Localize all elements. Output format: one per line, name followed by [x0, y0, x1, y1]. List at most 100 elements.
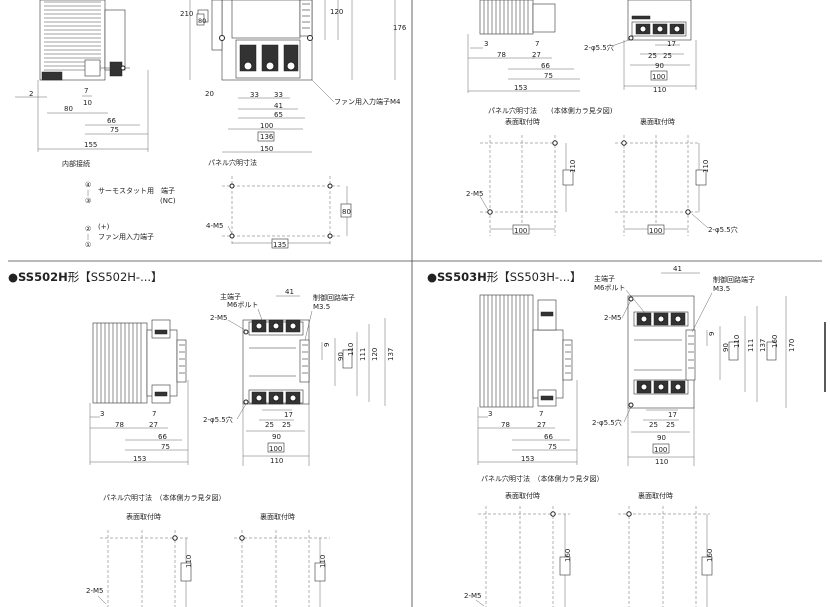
ss502-dim-100: 100 — [269, 445, 282, 453]
ss502-dim-66: 66 — [158, 433, 167, 441]
tr-cutout-110b: 110 — [702, 160, 710, 173]
ss503-dim-111: 111 — [747, 339, 755, 352]
ss503-title: ●SS503H形【SS503H-...】 — [427, 270, 582, 284]
ss502-dim-27: 27 — [149, 421, 158, 429]
dim-20: 20 — [205, 90, 214, 98]
ss503-cutout-160a: 160 — [564, 549, 572, 562]
top-right-side-view: 3 78 7 27 66 75 153 — [467, 0, 580, 93]
ss502-dim-9: 9 — [323, 343, 331, 347]
ss502-dim-25b: 25 — [282, 421, 291, 429]
internal-wiring-label: 内部接続 — [62, 159, 90, 168]
dim-176: 176 — [393, 24, 407, 32]
panel-cutout-label-tl: パネル穴明寸法 — [208, 158, 257, 167]
cutout-dim-135: 135 — [273, 241, 286, 249]
ss503-dim-25a: 25 — [649, 421, 658, 429]
ss502-dim-41: 41 — [285, 288, 294, 296]
dim-80: 80 — [64, 105, 73, 113]
terminal-2: ② — [85, 225, 91, 233]
tr-dim-100: 100 — [652, 73, 665, 81]
ss503-front-view — [627, 295, 696, 409]
svg-text:●SS502H形【SS502H-...】: ●SS502H形【SS502H-...】 — [8, 270, 163, 284]
ss502-m5-label: 2-M5 — [210, 314, 227, 322]
ss503-hole-label: 2-φ5.5穴 — [592, 418, 622, 427]
ss503-m6-bolt-label: M6ボルト — [594, 284, 626, 292]
terminal-3: ③ — [85, 197, 91, 205]
ss503-dim-27: 27 — [537, 421, 546, 429]
tr-dim-17: 17 — [667, 40, 676, 48]
tr-dim-7: 7 — [535, 40, 539, 48]
ss503-dim-78: 78 — [501, 421, 510, 429]
dim-33b: 33 — [274, 91, 283, 99]
ss503-m5-label: 2-M5 — [604, 314, 621, 322]
ss503-dim-110: 110 — [733, 335, 741, 348]
top-left-notes: 内部接続 パネル穴明寸法 ④ ③ サーモスタット用 端子 (NC) ② (+) … — [62, 158, 257, 249]
dim-75: 75 — [110, 126, 119, 134]
ss503-dim-160: 160 — [771, 335, 779, 348]
dim-155: 155 — [84, 141, 97, 149]
ss503-dim-7: 7 — [539, 410, 543, 418]
ss502-m5b-label: 2-M5 — [86, 587, 103, 595]
ss502-front-view — [242, 319, 310, 405]
dim-150: 150 — [260, 145, 273, 153]
cutout-dim-80: 80 — [342, 208, 351, 216]
terminal-1: ① — [85, 241, 91, 249]
tr-back-mount-label: 裏面取付時 — [640, 117, 675, 126]
tr-dim-25b: 25 — [663, 52, 672, 60]
ss502-dim-3: 3 — [100, 410, 104, 418]
tr-front-mount-label: 表面取付時 — [505, 117, 540, 126]
ss503-dim-90b: 90 — [657, 434, 666, 442]
tr-hole-label: 2-φ5.5穴 — [584, 43, 614, 52]
ss503-cutout: パネル穴明寸法 （本体側カラ見タ図） 表面取付時 裏面取付時 160 2-M5 … — [464, 474, 714, 607]
top-left-cutout: 4-M5 80 135 — [206, 176, 352, 249]
ss503-dim-100: 100 — [654, 446, 667, 454]
ss502-cutout-110a: 110 — [185, 555, 193, 568]
ss502-panel-cutout-label: パネル穴明寸法 （本体側カラ見タ図） — [103, 493, 226, 502]
ss503-dim-75: 75 — [548, 443, 557, 451]
ss503-m5b-label: 2-M5 — [464, 592, 481, 600]
ss502-dim-111: 111 — [359, 348, 367, 361]
ss502-control-terminal-label: 制御回路端子 — [313, 293, 355, 302]
ss503-dim-41: 41 — [673, 265, 682, 273]
ss503-front-mount-label: 表面取付時 — [505, 491, 540, 500]
top-left-front-dims: 210 80 120 176 20 33 33 41 65 100 136 15… — [180, 0, 407, 153]
ss503-dim-3: 3 — [488, 410, 492, 418]
ss503-main-terminal-label: 主端子 — [594, 274, 615, 283]
ss503-panel-cutout-label: パネル穴明寸法 （本体側カラ見タ図） — [481, 474, 604, 483]
ss502-dim-75: 75 — [161, 443, 170, 451]
dim-33a: 33 — [250, 91, 259, 99]
ss502-dim-90: 90 — [337, 352, 345, 361]
ss502-main-terminal-label: 主端子 — [220, 292, 241, 301]
ss502-dim-153: 153 — [133, 455, 146, 463]
tr-cutout-100a: 100 — [514, 227, 527, 235]
thermostat-nc-label: (NC) — [160, 197, 176, 205]
ss502-side-dims: 3 78 7 27 66 75 153 — [89, 380, 189, 465]
dim-65: 65 — [274, 111, 283, 119]
dim-136: 136 — [260, 133, 274, 141]
ss502-dim-7: 7 — [152, 410, 156, 418]
top-right-cutout: パネル穴明寸法 (本体側カラ見タ図) 表面取付時 裏面取付時 2-M5 110 … — [466, 106, 738, 236]
ss502-back-mount-label: 裏面取付時 — [260, 512, 295, 521]
tr-dim-27: 27 — [532, 51, 541, 59]
dim-66: 66 — [107, 117, 116, 125]
dim-100: 100 — [260, 122, 273, 130]
tr-hole-label-b: 2-φ5.5穴 — [708, 225, 738, 234]
terminal-4: ④ — [85, 181, 91, 189]
dim-2: 2 — [29, 90, 33, 98]
ss502-front-dims: 9 90 110 111 120 137 17 25 25 90 100 110 — [242, 318, 395, 466]
ss503-dim-153: 153 — [521, 455, 534, 463]
fan-terminal-label: ファン用入力端子M4 — [334, 97, 401, 106]
tr-panel-cutout-label: パネル穴明寸法 (本体側カラ見タ図) — [488, 106, 613, 115]
ss503-dim-137: 137 — [759, 339, 767, 352]
tr-cutout-100b: 100 — [649, 227, 662, 235]
ss503-front-annotations: 主端子 M6ボルト 2-M5 制御回路端子 M3.5 41 2-φ5.5穴 — [592, 265, 755, 427]
ss503-m35-label: M3.5 — [713, 285, 730, 293]
ss503-dim-17: 17 — [668, 411, 677, 419]
dim-10: 10 — [83, 99, 92, 107]
ss502-front-mount-label: 表面取付時 — [126, 512, 161, 521]
top-right-front-view: 2-φ5.5穴 17 25 25 90 100 110 — [584, 0, 697, 94]
plus-label: (+) — [98, 223, 110, 231]
ss502-dim-25a: 25 — [265, 421, 274, 429]
ss502-dim-78: 78 — [115, 421, 124, 429]
ss503-side-dims: 3 78 7 27 66 75 153 — [477, 380, 578, 465]
ss502-cutout: パネル穴明寸法 （本体側カラ見タ図） 表面取付時 裏面取付時 110 2-M5 … — [86, 493, 330, 607]
